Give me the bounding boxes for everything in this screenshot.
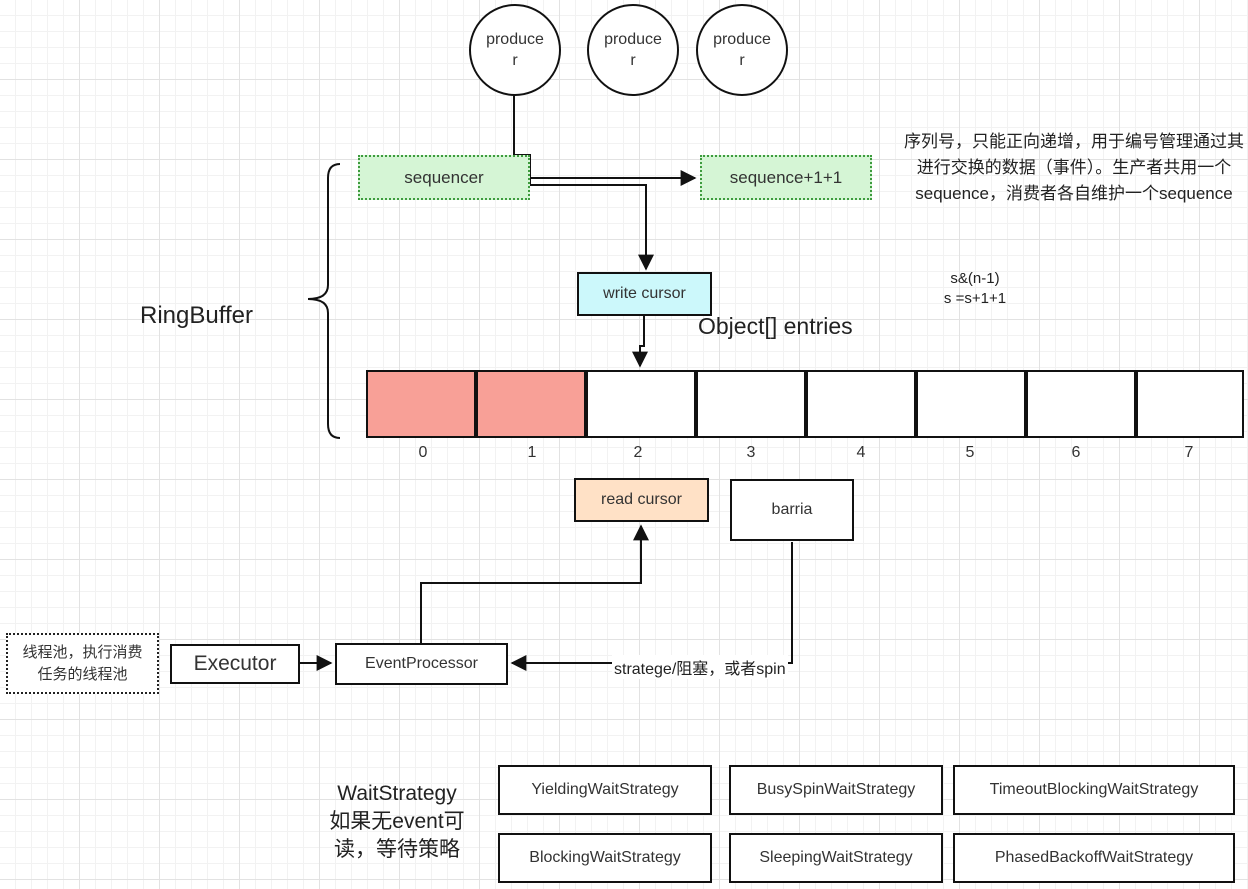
- entry-index-4: 4: [856, 444, 866, 461]
- sequence-note: 序列号，只能正向递增，用于编号管理通过其进行交换的数据（事件）。生产者共用一个s…: [904, 132, 1244, 203]
- sequencer-to-write-cursor-line: [530, 184, 654, 271]
- write-cursor-box: write cursor: [577, 272, 712, 316]
- entry-cell-4: [806, 370, 916, 438]
- strategy-timeout-blocking: TimeoutBlockingWaitStrategy: [953, 765, 1235, 815]
- wait-strategy-title: WaitStrategy: [337, 782, 457, 805]
- entry-index-3: 3: [746, 444, 756, 461]
- entry-index-5: 5: [965, 444, 975, 461]
- producer-node-2: producer: [587, 4, 679, 96]
- sequencer-box: sequencer: [358, 155, 530, 200]
- entry-cell-1: [476, 370, 586, 438]
- event-processor-box: EventProcessor: [335, 643, 508, 685]
- entry-index-2: 2: [633, 444, 643, 461]
- entry-cell-5: [916, 370, 1026, 438]
- thread-pool-note: 线程池，执行消费任务的线程池: [6, 633, 159, 694]
- entry-cell-7: [1136, 370, 1244, 438]
- barria-box: barria: [730, 479, 854, 541]
- strategy-blocking: BlockingWaitStrategy: [498, 833, 712, 883]
- entry-cell-6: [1026, 370, 1136, 438]
- read-cursor-box: read cursor: [574, 478, 709, 522]
- index-formula: s&(n-1) s =s+1+1: [920, 269, 1030, 309]
- executor-box: Executor: [170, 644, 300, 684]
- index-formula-line-1: s&(n-1): [950, 270, 1000, 287]
- producer-node-1: producer: [469, 4, 561, 96]
- strategy-label: stratege/阻塞，或者spin: [612, 655, 788, 679]
- entry-index-1: 1: [527, 444, 537, 461]
- entry-cell-0: [366, 370, 476, 438]
- strategy-yielding: YieldingWaitStrategy: [498, 765, 712, 815]
- strategy-sleeping: SleepingWaitStrategy: [729, 833, 943, 883]
- strategy-phased-backoff: PhasedBackoffWaitStrategy: [953, 833, 1235, 883]
- entry-cell-2: [586, 370, 696, 438]
- event-processor-to-read-cursor-line: [420, 524, 649, 643]
- entry-index-0: 0: [418, 444, 428, 461]
- wait-strategy-desc: 如果无event可读，等待策略: [329, 810, 465, 861]
- write-cursor-to-entries-line: [632, 316, 648, 368]
- entry-index-6: 6: [1071, 444, 1081, 461]
- entries-label: Object[] entries: [698, 313, 853, 339]
- producer-to-sequencer-line: [513, 92, 697, 186]
- entry-cell-3: [696, 370, 806, 438]
- index-formula-line-2: s =s+1+1: [943, 290, 1007, 307]
- strategy-busy-spin: BusySpinWaitStrategy: [729, 765, 943, 815]
- barria-to-event-processor-line: [510, 542, 793, 671]
- ringbuffer-label: RingBuffer: [140, 302, 253, 329]
- ringbuffer-brace: [307, 163, 341, 439]
- producer-node-3: producer: [696, 4, 788, 96]
- entry-index-7: 7: [1184, 444, 1194, 461]
- sequencer-next-box: sequence+1+1: [700, 155, 872, 200]
